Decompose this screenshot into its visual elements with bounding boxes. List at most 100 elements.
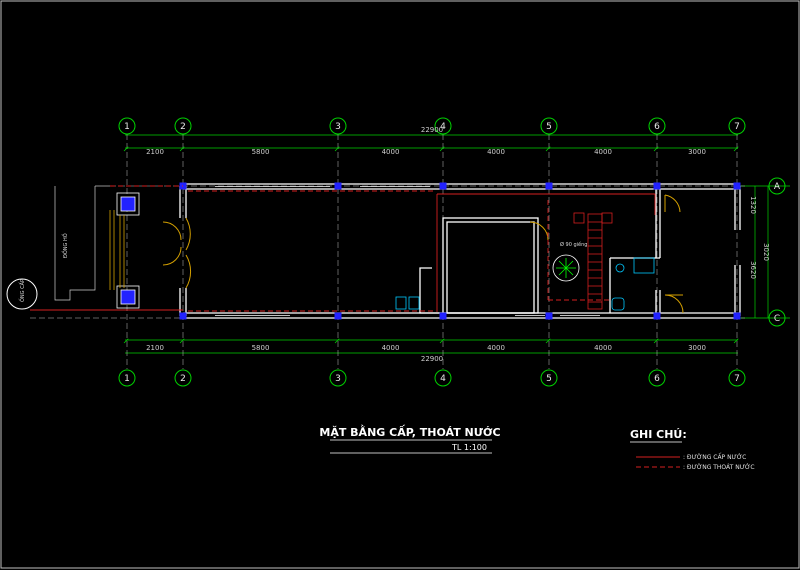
grid-bubble bbox=[174, 117, 192, 135]
grid-bubble bbox=[728, 117, 746, 135]
grid-bubble-label: 5 bbox=[546, 374, 552, 384]
grid-bubble bbox=[540, 369, 558, 387]
dimension-tick bbox=[545, 144, 553, 152]
grid-bubble bbox=[540, 117, 558, 135]
dimension-tick bbox=[439, 144, 447, 152]
dimension-tick bbox=[179, 144, 187, 152]
building-walls bbox=[179, 183, 741, 319]
legend-supply-label: : ĐƯỜNG CẤP NƯỚC bbox=[683, 453, 746, 461]
top-dimension-lines bbox=[125, 134, 738, 149]
grid-bubble bbox=[118, 117, 136, 135]
grid-bubble-label: 2 bbox=[180, 374, 186, 384]
staircase bbox=[573, 212, 613, 310]
horizontal-axis-lines bbox=[30, 185, 745, 319]
bottom-dimension-lines bbox=[125, 339, 738, 354]
meter-label: ĐỒNG HỒ bbox=[60, 233, 69, 258]
grid-bubble bbox=[648, 369, 666, 387]
grid-bubbles: 1 1 2 2 3 3 4 4 5 5 6 6 7 7 bbox=[118, 117, 746, 387]
grid-bubble-label: 4 bbox=[440, 122, 446, 132]
side-dim-2: 3620 bbox=[749, 261, 757, 279]
bathroom-fixtures bbox=[395, 257, 655, 311]
grid-bubble-label: 1 bbox=[124, 374, 130, 384]
bottom-dimension-value: 4000 bbox=[594, 344, 612, 352]
top-dimension-value: 4000 bbox=[382, 148, 400, 156]
drawing-title: MẶT BẰNG CẤP, THOÁT NƯỚC bbox=[319, 424, 500, 439]
column bbox=[545, 182, 553, 190]
right-side-dimensions bbox=[740, 185, 790, 319]
drawing-scale: TL 1:100 bbox=[451, 443, 487, 452]
axis-label-c: C bbox=[774, 314, 780, 324]
water-supply-pipes bbox=[30, 193, 656, 312]
grid-bubble bbox=[329, 369, 347, 387]
dimension-tick bbox=[653, 336, 661, 344]
grid-bubble-label: 7 bbox=[734, 122, 740, 132]
column bbox=[545, 312, 553, 320]
dimension-tick bbox=[439, 336, 447, 344]
dimension-tick bbox=[179, 336, 187, 344]
bottom-dimension-value: 4000 bbox=[382, 344, 400, 352]
doors bbox=[162, 194, 684, 314]
windows bbox=[215, 186, 600, 316]
bottom-dimension-value: 2100 bbox=[146, 344, 164, 352]
axis-label-a: A bbox=[774, 182, 781, 192]
column bbox=[733, 312, 741, 320]
grid-bubble bbox=[174, 369, 192, 387]
grid-bubble-label: 4 bbox=[440, 374, 446, 384]
grid-bubble-label: 7 bbox=[734, 374, 740, 384]
grid-bubble-label: 1 bbox=[124, 122, 130, 132]
legend-drain-label: : ĐƯỜNG THOÁT NƯỚC bbox=[683, 464, 755, 471]
septic-tank-symbol bbox=[552, 254, 580, 282]
structural-columns bbox=[179, 182, 741, 320]
top-dimension-value: 4000 bbox=[487, 148, 505, 156]
grid-bubble bbox=[728, 369, 746, 387]
total-dimension-top: 22900 bbox=[421, 126, 443, 134]
grid-bubble bbox=[118, 369, 136, 387]
top-dimension-value: 5800 bbox=[252, 148, 270, 156]
dimension-tick bbox=[653, 144, 661, 152]
grid-bubble-label: 6 bbox=[654, 122, 660, 132]
axis-bubble-c bbox=[768, 309, 786, 327]
grid-bubble-label: 3 bbox=[335, 122, 341, 132]
column bbox=[733, 182, 741, 190]
top-dimension-value: 3000 bbox=[688, 148, 706, 156]
septic-tank-star bbox=[556, 258, 576, 278]
grid-axis-lines bbox=[123, 134, 741, 369]
notes-heading: GHI CHÚ: bbox=[630, 428, 687, 441]
column bbox=[334, 312, 342, 320]
drainage-pipes bbox=[110, 185, 610, 312]
column bbox=[653, 312, 661, 320]
grid-bubble-label: 6 bbox=[654, 374, 660, 384]
bottom-dimension-value: 3000 bbox=[688, 344, 706, 352]
dimension-tick bbox=[545, 336, 553, 344]
side-dim-3: 3020 bbox=[762, 243, 770, 261]
grid-bubble bbox=[434, 369, 452, 387]
well-label: Ø 90 giếng bbox=[560, 241, 587, 248]
outside-area bbox=[54, 185, 110, 301]
dimension-tick bbox=[334, 336, 342, 344]
top-dimension-value: 4000 bbox=[594, 148, 612, 156]
column bbox=[179, 312, 187, 320]
grid-bubble-label: 5 bbox=[546, 122, 552, 132]
dimension-tick bbox=[334, 144, 342, 152]
dimension-tick bbox=[733, 144, 741, 152]
water-meter-symbol bbox=[6, 278, 38, 310]
dimension-tick bbox=[123, 144, 131, 152]
entrance-structure bbox=[109, 192, 140, 309]
grid-bubble bbox=[329, 117, 347, 135]
grid-bubble-label: 2 bbox=[180, 122, 186, 132]
column bbox=[653, 182, 661, 190]
bottom-dimension-value: 5800 bbox=[252, 344, 270, 352]
column bbox=[439, 312, 447, 320]
dimension-tick bbox=[733, 336, 741, 344]
grid-bubble bbox=[648, 117, 666, 135]
top-dimension-value: 2100 bbox=[146, 148, 164, 156]
side-dim-1: 1320 bbox=[749, 196, 757, 214]
grid-bubble-label: 3 bbox=[335, 374, 341, 384]
column bbox=[439, 182, 447, 190]
total-dimension-bottom: 22900 bbox=[421, 355, 443, 363]
column bbox=[334, 182, 342, 190]
supply-label: ỐNG CẤP bbox=[18, 279, 26, 302]
